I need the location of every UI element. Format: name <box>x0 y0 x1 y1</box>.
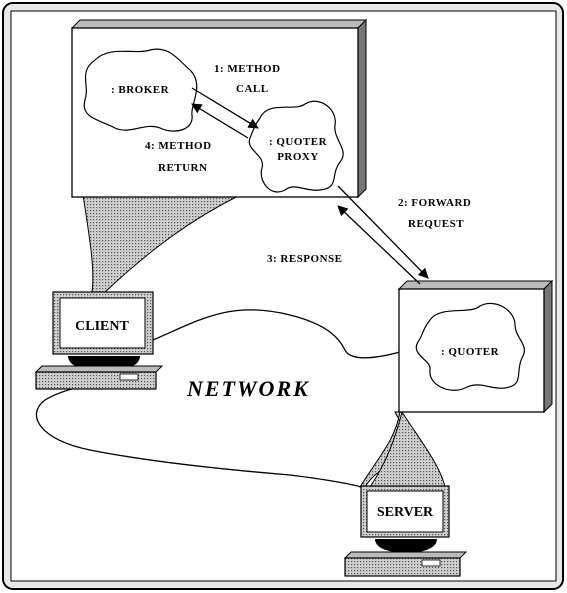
arrow-forward-request <box>337 185 429 279</box>
step4-label-2: RETURN <box>158 162 207 174</box>
quoter-label: : QUOTER <box>441 346 500 358</box>
arrow-response <box>337 205 421 285</box>
quoter-proxy-label-2: PROXY <box>277 151 319 163</box>
arrow-method-return <box>191 103 249 139</box>
step1-label-2: CALL <box>236 83 269 95</box>
step2-label-2: REQUEST <box>408 218 464 230</box>
client-label: CLIENT <box>75 319 129 334</box>
client-cone <box>82 194 241 293</box>
network-cable <box>35 309 401 489</box>
quoter-proxy-cloud <box>248 100 344 193</box>
broker-label: : BROKER <box>111 84 170 96</box>
server-computer: SERVER <box>343 485 468 577</box>
step1-label-1: 1: METHOD <box>214 63 281 75</box>
broker-cloud <box>83 48 198 132</box>
step2-label-1: 2: FORWARD <box>398 197 471 209</box>
quoter-proxy-label-1: : QUOTER <box>269 136 328 148</box>
step4-label-1: 4: METHOD <box>145 140 212 152</box>
client-computer: CLIENT <box>34 291 164 390</box>
server-label: SERVER <box>377 505 434 520</box>
network-label: NETWORK <box>186 376 310 401</box>
step3-label: 3: RESPONSE <box>267 253 343 265</box>
arrow-method-call <box>191 87 259 129</box>
quoter-cloud <box>415 302 525 391</box>
